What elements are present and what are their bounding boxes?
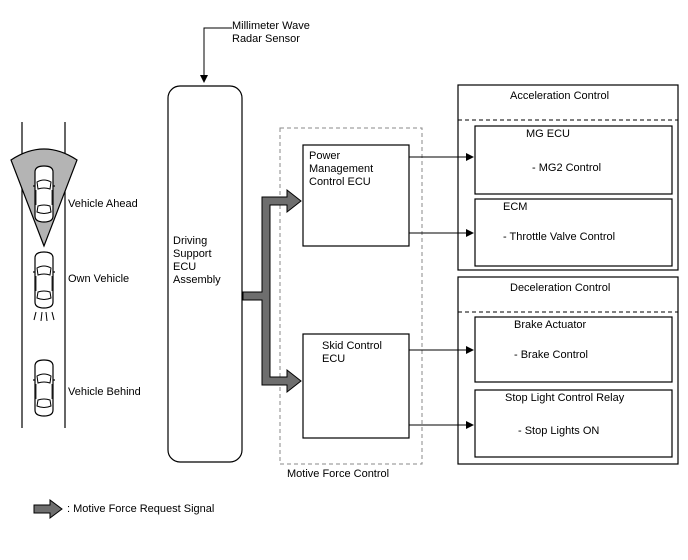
ecm-name: ECM [503,201,528,213]
ecm-box [474,198,673,267]
stop-light-relay-box [474,389,673,458]
sensor-arrow [200,27,232,83]
mg-ecu-name: MG ECU [526,128,570,140]
acceleration-title: Acceleration Control [510,90,610,102]
motive-force-group-label: Motive Force Control [287,468,390,480]
motive-force-group-box [279,127,423,465]
own-vehicle-icon [32,251,56,309]
motive-force-request-arrows [242,188,302,394]
vehicle-ahead-icon [32,165,56,223]
mg-ecu-function: - MG2 Control [532,162,602,174]
ecm-function: - Throttle Valve Control [503,231,616,243]
radar-rear-marks [33,311,55,322]
power-management-ecu-label: Power Management Control ECU [309,150,374,188]
deceleration-title: Deceleration Control [510,282,611,294]
mg-ecu-box [474,125,673,195]
legend-arrow-icon [33,499,63,519]
power-management-ecu-box [302,144,410,247]
own-vehicle-label: Own Vehicle [68,273,130,285]
legend-label: : Motive Force Request Signal [67,503,215,515]
brake-actuator-box [474,316,673,383]
stop-light-relay-function: - Stop Lights ON [518,425,600,437]
skid-control-ecu-box [302,333,410,439]
skid-control-ecu-label: Skid Control ECU [322,340,382,365]
brake-actuator-name: Brake Actuator [514,319,587,331]
ecu-label: Driving Support ECU Assembly [173,235,221,286]
stop-light-relay-name: Stop Light Control Relay [505,392,625,404]
driving-support-ecu-box [167,85,243,463]
sensor-label: Millimeter Wave Radar Sensor [232,20,310,45]
vehicle-behind-label: Vehicle Behind [68,386,141,398]
brake-actuator-function: - Brake Control [514,349,588,361]
vehicle-ahead-label: Vehicle Ahead [68,198,138,210]
vehicle-behind-icon [32,359,56,417]
